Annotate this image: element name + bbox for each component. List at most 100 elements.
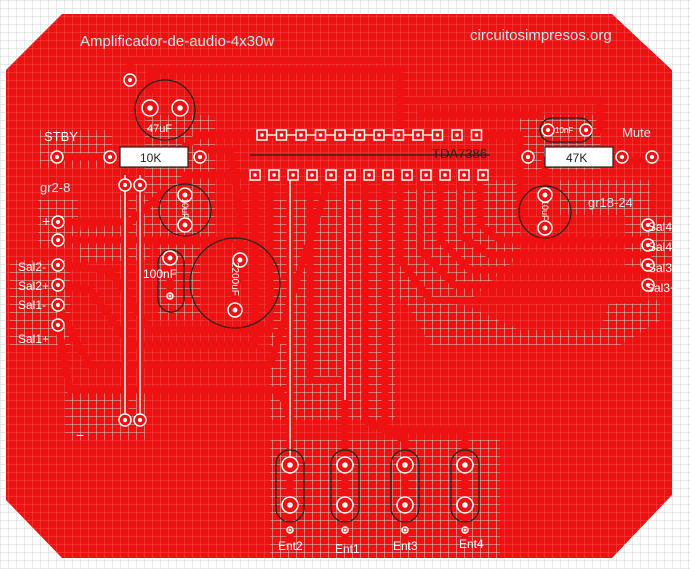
sal1-minus-label: Sal1-	[18, 298, 46, 312]
ic-pad-bottom-hole	[348, 173, 352, 177]
ic-pad-top-hole	[338, 133, 342, 137]
ent1-pad-b-hole	[342, 502, 348, 508]
ic-pad-top-hole	[357, 133, 362, 137]
ic-pad-bottom-hole	[424, 173, 428, 177]
sal3-plus-label: Sal3+	[646, 281, 677, 295]
sal4-plus-pad-hole	[645, 242, 651, 248]
r47k-pad-left-hole	[525, 154, 531, 160]
sal4-plus-label: Sal4+	[648, 240, 679, 254]
ic-pad-bottom-hole	[310, 173, 314, 177]
sal2-plus-pad-hole	[55, 282, 61, 288]
ic-pad-bottom-hole	[443, 173, 447, 177]
cap-47uf-outline	[134, 79, 196, 141]
cap-100nf-pad-b-hole	[168, 294, 172, 298]
cap-10uf-right-pad-a-hole	[542, 192, 548, 198]
trace-outlines	[124, 134, 440, 470]
gnd-pad-b-hole	[137, 417, 143, 423]
ic-pad-bottom-hole	[272, 173, 276, 177]
ic-pad-top-hole	[435, 133, 440, 137]
ic-pad-top-hole	[474, 133, 479, 137]
via-b-hole	[137, 182, 143, 188]
ent1-pad-a-hole	[342, 462, 348, 468]
cap-top-label: 47uF	[147, 123, 172, 135]
ent2-pad-c-hole	[288, 528, 292, 532]
gr-right-label: gr18-24	[588, 195, 633, 210]
ic-pad-top-hole	[396, 133, 401, 137]
sal4-minus-pad-hole	[645, 222, 651, 228]
sal1-plus-pad-hole	[55, 322, 61, 328]
resistor-10k	[119, 146, 189, 168]
ic-pad-bottom-hole	[367, 173, 371, 177]
cap-big-label: 2200uF	[229, 262, 240, 296]
ent1-pad-c-hole	[343, 528, 347, 532]
plus-label: +	[42, 213, 50, 229]
labels: Amplificador-de-audio-4x30w circuitosimp…	[18, 27, 679, 556]
ent4-pad-a-hole	[462, 462, 468, 468]
mute-pad-hole	[649, 154, 655, 160]
sal1-plus-label: Sal1+	[18, 332, 49, 346]
ent3-pad-b-hole	[402, 502, 408, 508]
cap-10nf-pad-a-hole	[545, 127, 551, 133]
components	[119, 79, 614, 523]
cap-10uf-right-pad-b-hole	[542, 225, 548, 231]
ent2-connector-outline	[275, 449, 305, 523]
cap-10uf-left-pad-a-hole	[182, 192, 188, 198]
ent2-pad-b-hole	[287, 502, 293, 508]
ic-pad-bottom-hole	[405, 173, 409, 177]
cap-100nf-outline	[157, 249, 185, 313]
ic-pad-top-hole	[455, 133, 459, 137]
ent3-connector-outline	[390, 449, 420, 523]
ic-label: TDA7386	[432, 146, 487, 161]
cap-100nf-pad-a-hole	[167, 255, 173, 261]
plus-pad-hole	[55, 219, 61, 225]
ent4-connector-outline	[450, 449, 480, 523]
board-title: Amplificador-de-audio-4x30w	[80, 33, 274, 50]
ent1-connector-outline	[330, 449, 360, 523]
cap-10uf-left-outline	[158, 183, 212, 237]
ent4-label: Ent4	[459, 537, 484, 551]
ic-pad-bottom-hole	[386, 173, 390, 177]
cap-2200uf-pad-b-hole	[232, 307, 238, 313]
r-left-label: 10K	[140, 151, 161, 165]
website-label: circuitosimpresos.org	[470, 27, 612, 44]
via-a-hole	[122, 182, 128, 188]
ent3-pad-c-hole	[403, 528, 407, 532]
ent2-label: Ent2	[278, 539, 303, 553]
sal2-plus-label: Sal2+	[18, 279, 49, 293]
ic-pad-bottom-hole	[329, 173, 333, 177]
r47k-pad-right-hole	[619, 154, 625, 160]
ic-pad-bottom-hole	[291, 173, 295, 177]
ent1-label: Ent1	[335, 542, 360, 556]
stby-pad-hole	[54, 154, 60, 160]
sal3-plus-pad-hole	[645, 282, 651, 288]
ent4-pad-c-hole	[463, 528, 467, 532]
mute-label: Mute	[622, 125, 651, 140]
cap-47uf-pad-a-hole	[147, 105, 153, 111]
r10k-pad-left-hole	[107, 154, 113, 160]
minus-label: −	[76, 427, 84, 443]
ic-pad-bottom-hole	[462, 173, 466, 177]
cap-10uf-right-outline	[518, 185, 572, 239]
ic-pad-bottom-hole	[253, 173, 257, 177]
resistor-47k	[544, 146, 614, 168]
sal2-minus-pad-hole	[55, 262, 61, 268]
cap-right-label: 10uF	[540, 200, 550, 221]
cap-100nf-label: 100nF	[143, 267, 177, 281]
cap-10nf-pad-b-hole	[583, 127, 589, 133]
ent3-label: Ent3	[393, 539, 418, 553]
ic-pad-bottom-hole	[481, 173, 485, 177]
gr-left-label: gr2-8	[40, 180, 70, 195]
ent4-pad-b-hole	[462, 502, 468, 508]
ic-pad-top-hole	[299, 133, 303, 137]
ic-pads	[249, 129, 489, 181]
cap-left-label: 10uF	[180, 198, 190, 219]
plus-pad-2-hole	[55, 237, 61, 243]
ic-pad-top-hole	[279, 133, 284, 137]
ic-pad-top-hole	[318, 133, 323, 137]
ent2-pad-a-hole	[287, 462, 293, 468]
stby-label: STBY	[44, 129, 78, 144]
ent3-pad-a-hole	[402, 462, 408, 468]
cap-47uf-pad-b-hole	[177, 105, 183, 111]
ic-pad-top-hole	[416, 133, 420, 137]
